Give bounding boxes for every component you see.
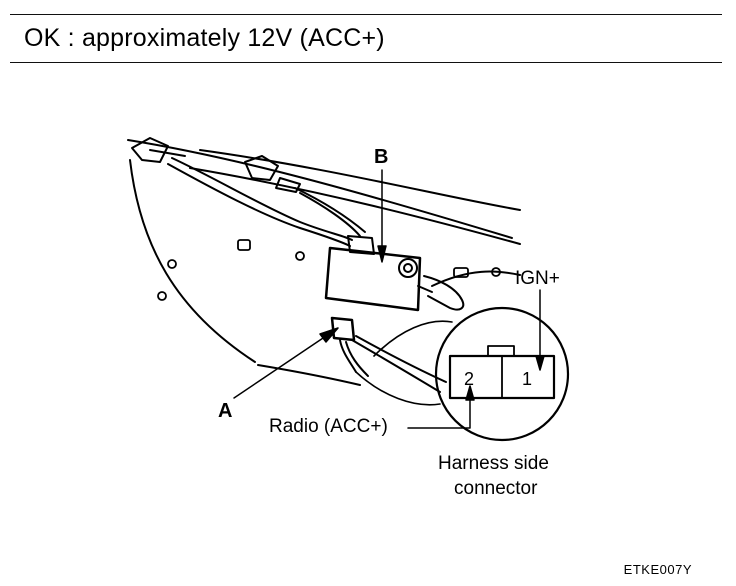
header-rule-top xyxy=(10,14,722,15)
panel-holes xyxy=(157,239,501,301)
radio-module-b xyxy=(324,235,465,312)
callout-a: A xyxy=(218,400,233,422)
header-rule-bottom xyxy=(10,62,722,63)
harness-side-label: Harness side xyxy=(438,453,549,474)
callout-b: B xyxy=(374,146,389,168)
connector-lock-tab xyxy=(487,345,515,357)
harness-wires xyxy=(167,157,366,247)
harness-connector-magnifier xyxy=(355,306,570,442)
connector-a xyxy=(330,316,447,393)
trim-panel-outline xyxy=(127,139,521,386)
ign-plus-label: IGN+ xyxy=(515,268,560,289)
radio-acc-label: Radio (ACC+) xyxy=(269,416,388,437)
figure-code: ETKE007Y xyxy=(623,562,692,577)
connector-label: connector xyxy=(454,478,538,499)
connector-pin-1: 1 xyxy=(522,369,532,389)
connector-pin-2: 2 xyxy=(464,369,474,389)
spec-header: OK : approximately 12V (ACC+) xyxy=(24,24,385,52)
wire-clips xyxy=(131,137,301,193)
